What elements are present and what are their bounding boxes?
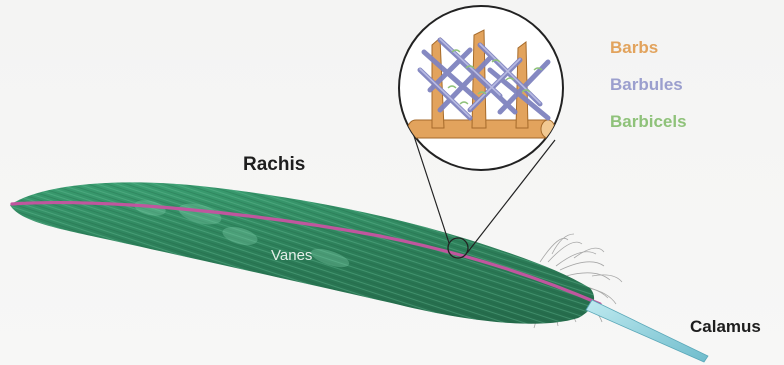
label-rachis: Rachis xyxy=(243,154,305,176)
label-vanes: Vanes xyxy=(271,247,312,264)
magnified-barbs-detail xyxy=(399,6,563,170)
legend-barbules: Barbules xyxy=(610,75,683,95)
legend-barbs: Barbs xyxy=(610,38,658,58)
legend-barbicels: Barbicels xyxy=(610,112,687,132)
label-calamus: Calamus xyxy=(690,317,761,337)
